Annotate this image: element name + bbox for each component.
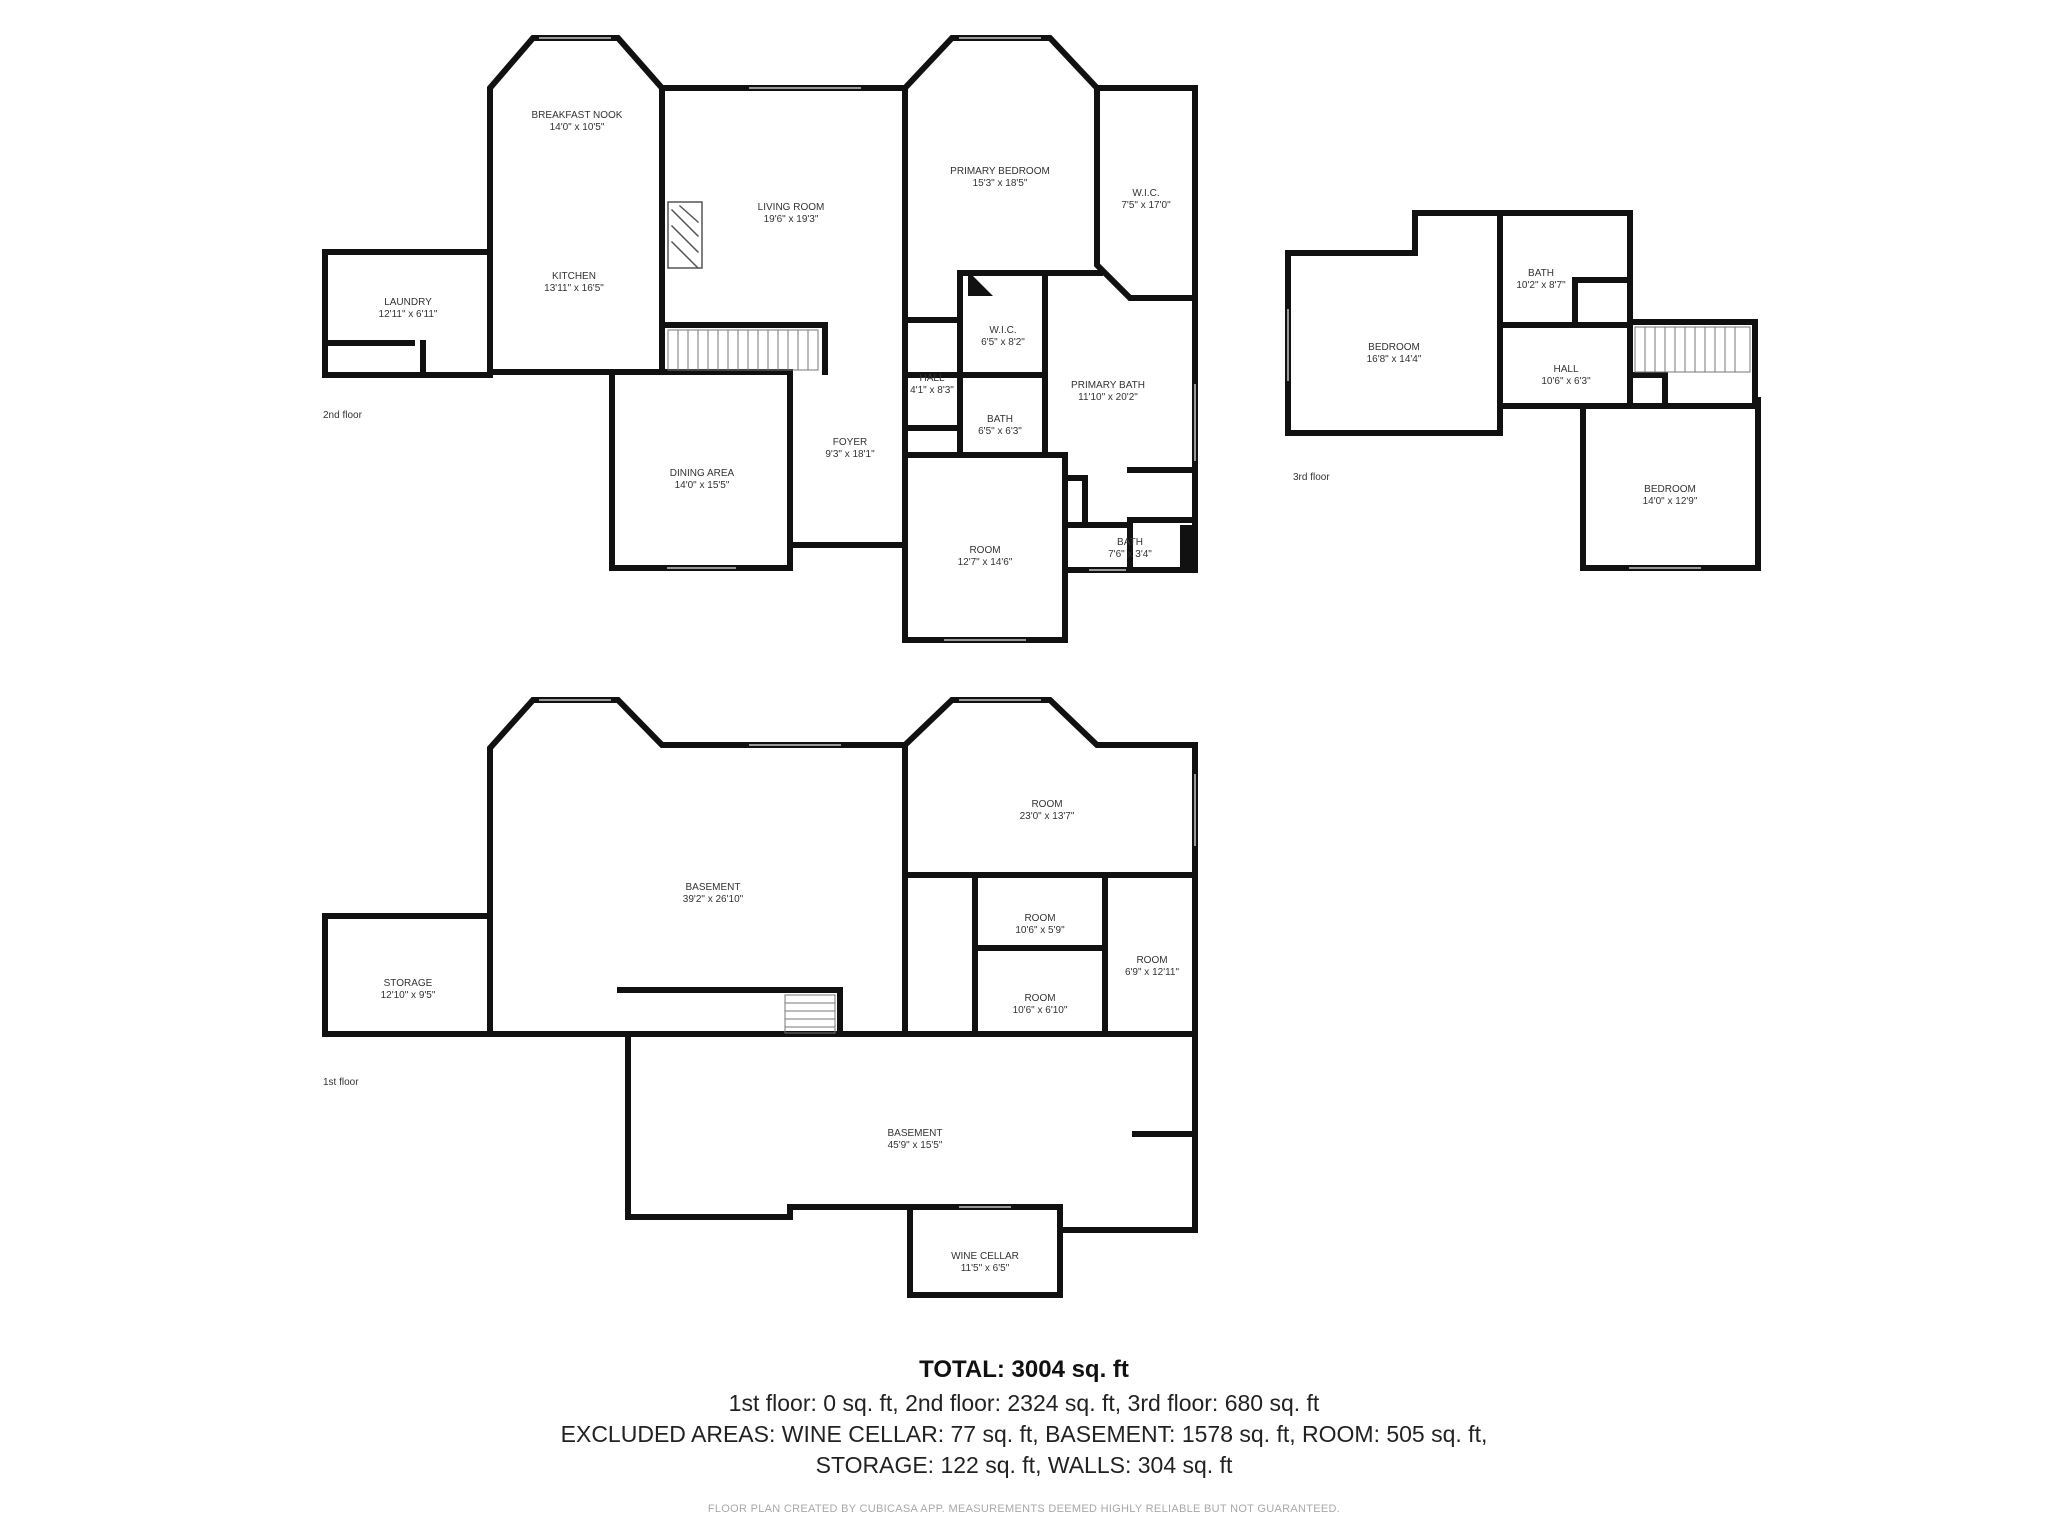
room-name: BASEMENT <box>887 1128 942 1139</box>
room-dims: 39'2" x 26'10" <box>683 894 744 905</box>
room-name: LAUNDRY <box>384 297 432 308</box>
room-dims: 10'6" x 6'10" <box>1013 1005 1068 1016</box>
second-floor-walls <box>322 35 1198 643</box>
floor-area-summary: 1st floor: 0 sq. ft, 2nd floor: 2324 sq.… <box>728 1390 1320 1416</box>
room-name: W.I.C. <box>1132 188 1159 199</box>
second-floor-labels: BREAKFAST NOOK 14'0" x 10'5" KITCHEN 13'… <box>323 110 1171 568</box>
room-name: PRIMARY BATH <box>1071 380 1145 391</box>
room-name: BEDROOM <box>1368 342 1420 353</box>
room-name: BATH <box>987 414 1013 425</box>
floor-label-2nd: 2nd floor <box>323 410 363 421</box>
room-name: HALL <box>919 373 944 384</box>
floor-label-3rd: 3rd floor <box>1293 472 1330 483</box>
room-dims: 4'1" x 8'3" <box>910 385 954 396</box>
room-dims: 23'0" x 13'7" <box>1020 811 1075 822</box>
room-name: BATH <box>1117 537 1143 548</box>
room-name: HALL <box>1553 364 1578 375</box>
room-dims: 12'10" x 9'5" <box>381 990 436 1001</box>
second-floor-windows <box>539 37 1196 641</box>
room-dims: 12'7" x 14'6" <box>958 557 1013 568</box>
room-name: BATH <box>1528 268 1554 279</box>
room-dims: 7'5" x 17'0" <box>1121 200 1171 211</box>
room-dims: 14'0" x 12'9" <box>1643 496 1698 507</box>
room-dims: 7'6" x 3'4" <box>1108 549 1152 560</box>
room-name: BASEMENT <box>685 882 740 893</box>
room-dims: 11'10" x 20'2" <box>1078 392 1138 403</box>
room-name: WINE CELLAR <box>951 1251 1019 1262</box>
room-name: ROOM <box>1136 955 1167 966</box>
room-name: BREAKFAST NOOK <box>532 110 623 121</box>
room-dims: 6'5" x 8'2" <box>981 337 1025 348</box>
room-dims: 15'3" x 18'5" <box>973 178 1028 189</box>
first-floor-labels: BASEMENT 39'2" x 26'10" ROOM 23'0" x 13'… <box>323 799 1179 1274</box>
excluded-areas-line-continued: STORAGE: 122 sq. ft, WALLS: 304 sq. ft <box>815 1452 1233 1478</box>
room-name: ROOM <box>1031 799 1062 810</box>
room-dims: 16'8" x 14'4" <box>1367 354 1422 365</box>
room-dims: 11'5" x 6'5" <box>961 1263 1010 1274</box>
excluded-areas-line: EXCLUDED AREAS: WINE CELLAR: 77 sq. ft, … <box>560 1421 1488 1447</box>
room-dims: 12'11" x 6'11" <box>379 309 438 320</box>
room-dims: 10'6" x 6'3" <box>1541 376 1591 387</box>
room-dims: 6'5" x 6'3" <box>978 426 1022 437</box>
room-dims: 10'2" x 8'7" <box>1516 280 1566 291</box>
room-dims: 45'9" x 15'5" <box>888 1140 943 1151</box>
room-name: STORAGE <box>384 978 433 989</box>
room-dims: 9'3" x 18'1" <box>825 449 875 460</box>
room-dims: 19'6" x 19'3" <box>764 214 819 225</box>
room-name: W.I.C. <box>989 325 1016 336</box>
room-dims: 13'11" x 16'5" <box>544 283 604 294</box>
room-name: PRIMARY BEDROOM <box>950 166 1050 177</box>
second-floor-stairs-icon <box>667 329 819 371</box>
room-name: KITCHEN <box>552 271 596 282</box>
room-dims: 14'0" x 10'5" <box>550 122 605 133</box>
room-dims: 10'6" x 5'9" <box>1015 925 1065 936</box>
floor-label-1st: 1st floor <box>323 1077 359 1088</box>
room-name: BEDROOM <box>1644 484 1696 495</box>
room-dims: 6'9" x 12'11" <box>1125 967 1180 978</box>
third-floor-walls <box>1285 210 1761 571</box>
third-floor-labels: BEDROOM 16'8" x 14'4" BATH 10'2" x 8'7" … <box>1293 268 1698 507</box>
room-name: LIVING ROOM <box>758 202 825 213</box>
room-name: ROOM <box>969 545 1000 556</box>
disclaimer: FLOOR PLAN CREATED BY CUBICASA APP. MEAS… <box>707 1503 1341 1515</box>
room-name: FOYER <box>833 437 867 448</box>
room-name: ROOM <box>1024 913 1055 924</box>
first-floor-walls <box>322 697 1198 1298</box>
fireplace-icon <box>667 201 703 270</box>
first-floor-stairs-icon <box>784 994 836 1034</box>
third-floor-windows <box>1287 309 1701 569</box>
room-name: DINING AREA <box>670 468 735 479</box>
room-name: ROOM <box>1024 993 1055 1004</box>
room-dims: 14'0" x 15'5" <box>675 480 730 491</box>
first-floor-windows <box>539 699 1196 1208</box>
total-area-title: TOTAL: 3004 sq. ft <box>919 1356 1129 1383</box>
third-floor-stairs-icon <box>1634 326 1751 373</box>
